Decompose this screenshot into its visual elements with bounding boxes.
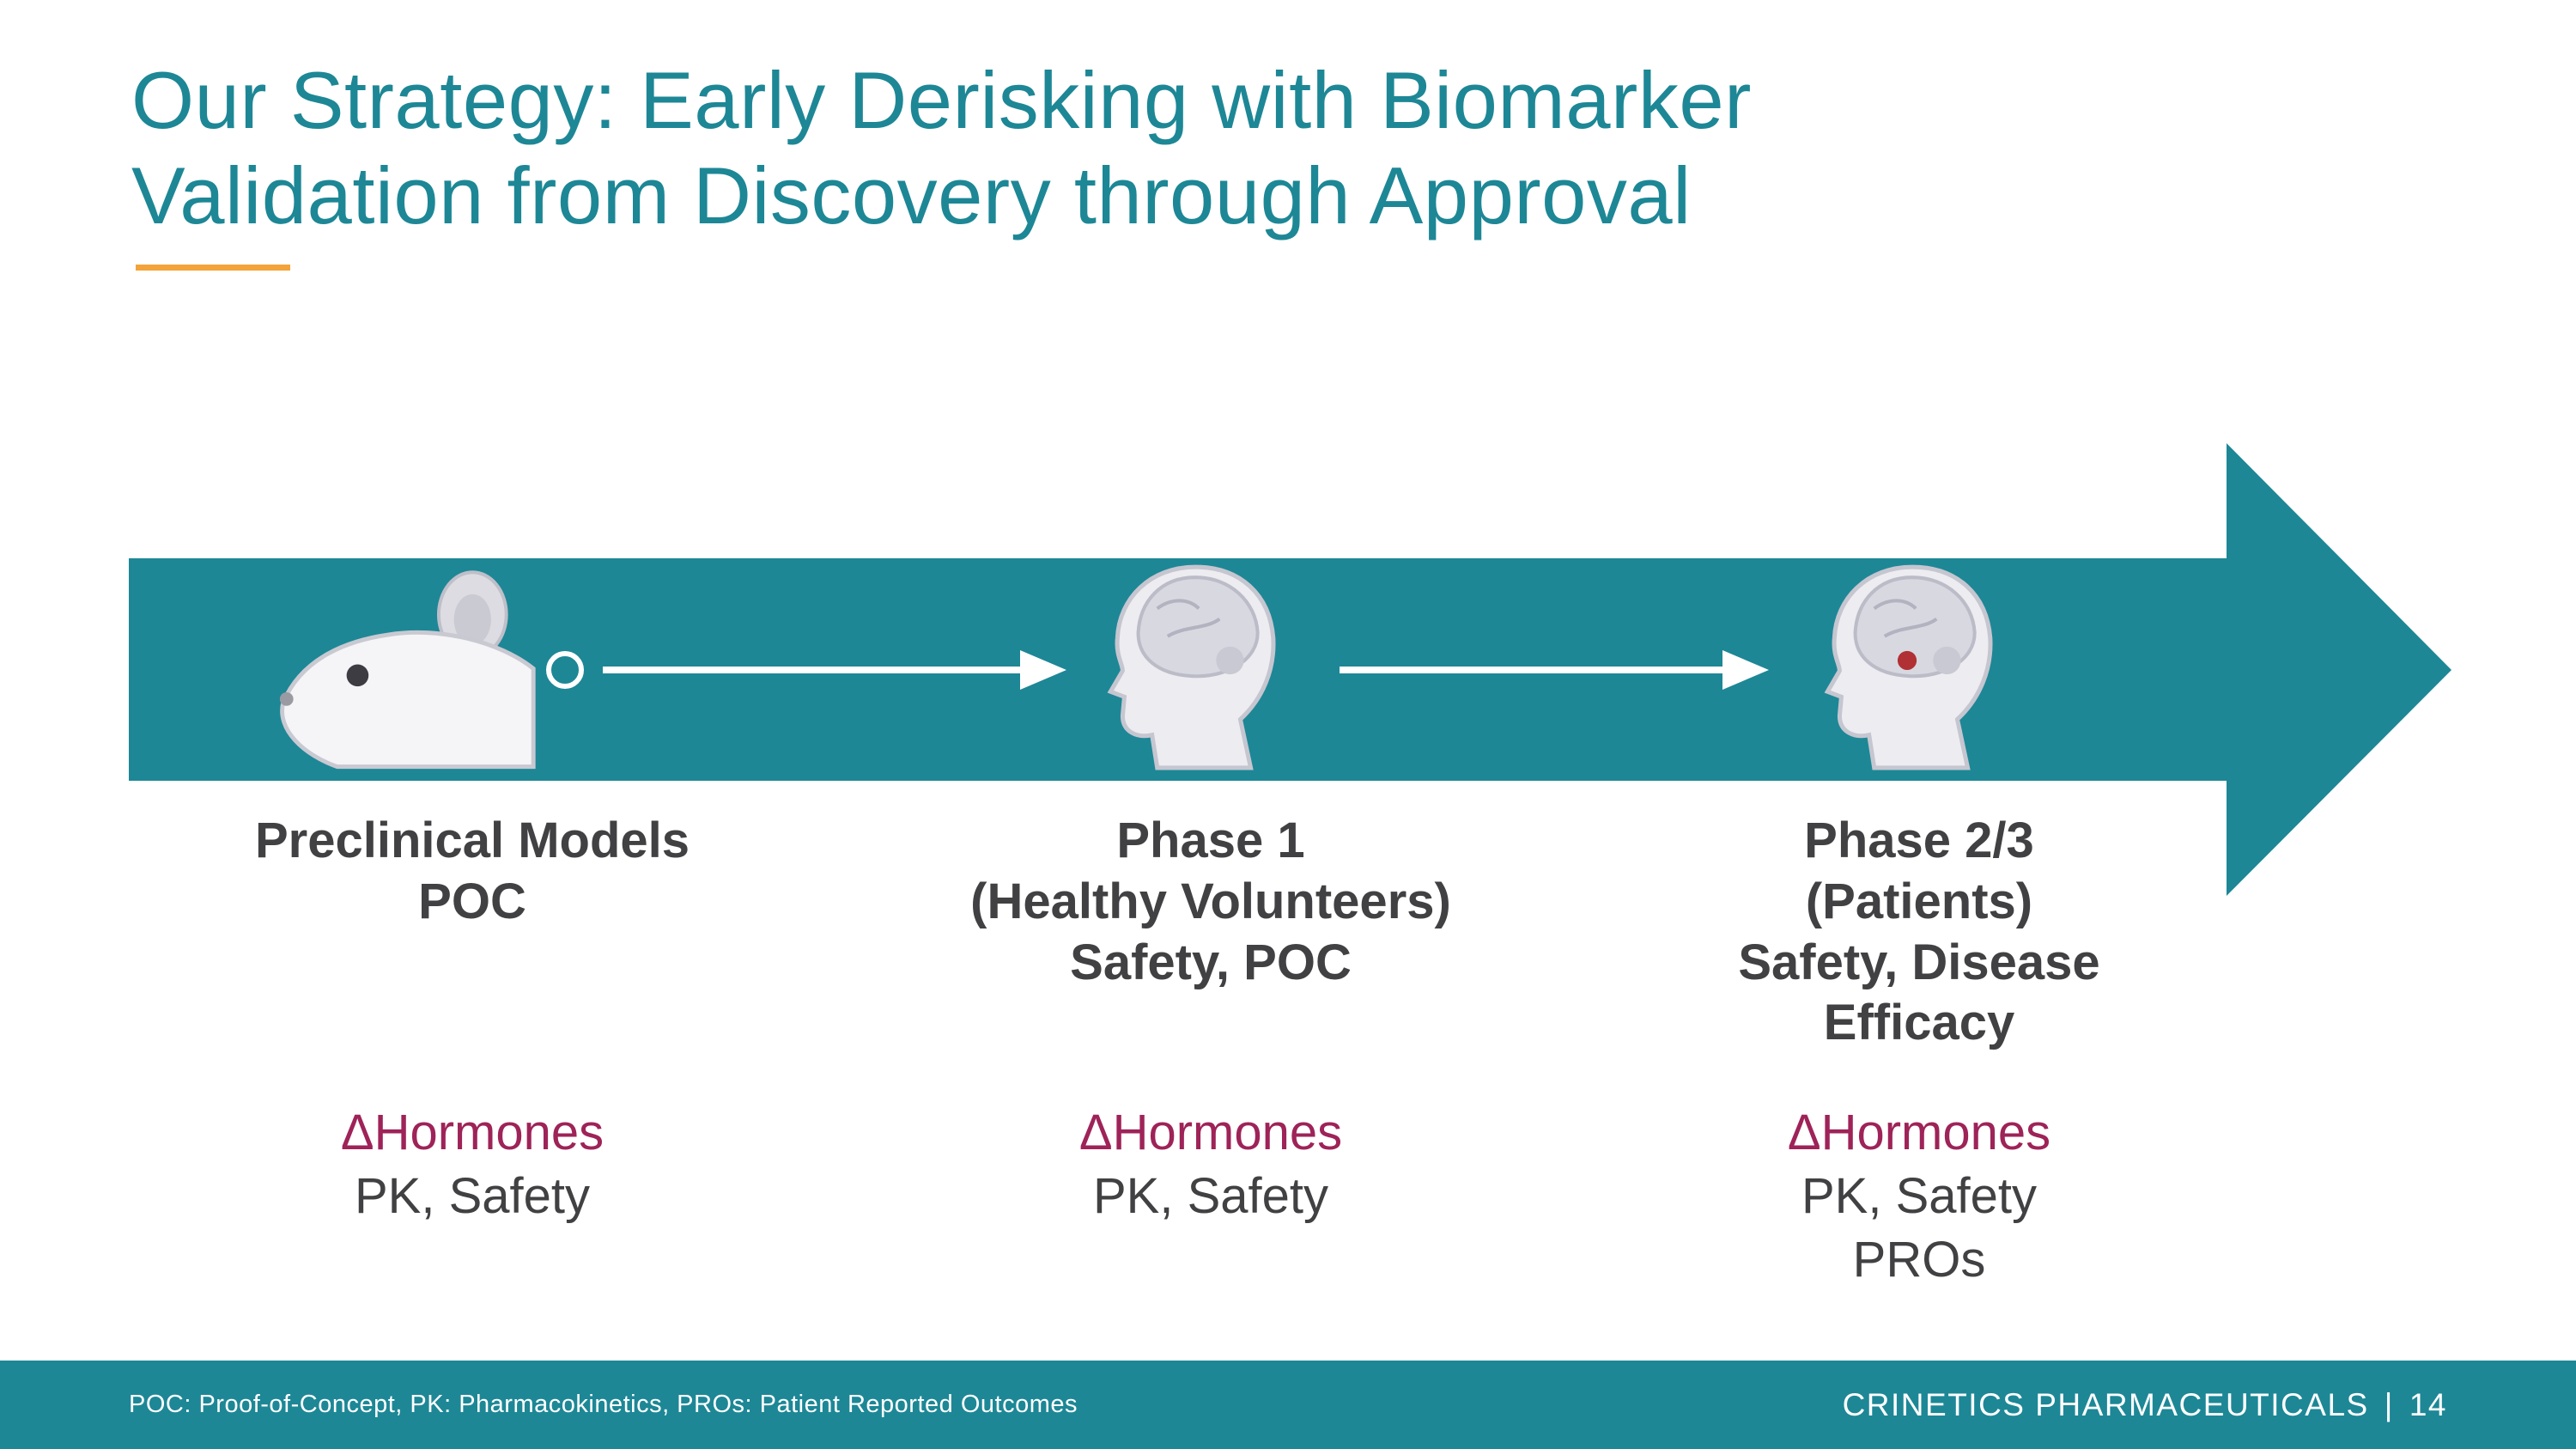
biomarkers-preclinical: ΔHormones PK, Safety xyxy=(120,1101,824,1228)
biomarker-delta-hormones: ΔHormones xyxy=(1078,1105,1343,1160)
stage-label-phase-2-3: Phase 2/3 (Patients) Safety, Disease Eff… xyxy=(1563,811,2275,1054)
title-accent-underline xyxy=(136,265,290,271)
footer-branding: CRINETICS PHARMACEUTICALS | 14 xyxy=(1843,1387,2447,1423)
biomarkers-phase-2-3: ΔHormones PK, Safety PROs xyxy=(1563,1101,2275,1293)
start-marker-circle xyxy=(546,651,584,689)
biomarkers-phase-1: ΔHormones PK, Safety xyxy=(854,1101,1567,1228)
page-title-line-1: Our Strategy: Early Derisking with Bioma… xyxy=(131,55,1752,145)
stage-label-line: POC xyxy=(418,873,526,929)
biomarker-pk-safety: PK, Safety xyxy=(1092,1168,1329,1225)
biomarker-delta-hormones: ΔHormones xyxy=(1787,1105,2051,1160)
biomarker-delta-hormones: ΔHormones xyxy=(340,1105,605,1160)
stage-label-line: Safety, POC xyxy=(1070,934,1352,990)
head-profile-icon xyxy=(1089,557,1285,773)
biomarker-pk-safety: PK, Safety xyxy=(1801,1168,2038,1225)
stage-label-line: Safety, Disease xyxy=(1738,934,2100,990)
biomarker-pros: PROs xyxy=(1852,1232,1986,1288)
stage-label-line: Preclinical Models xyxy=(254,813,690,868)
stage-label-line: (Healthy Volunteers) xyxy=(970,873,1451,929)
stage-label-phase-1: Phase 1 (Healthy Volunteers) Safety, POC xyxy=(854,811,1567,993)
page-number: 14 xyxy=(2409,1386,2447,1422)
footer-abbreviations: POC: Proof-of-Concept, PK: Pharmacokinet… xyxy=(129,1391,1078,1418)
biomarker-pk-safety: PK, Safety xyxy=(354,1168,591,1225)
head-profile-pituitary-icon xyxy=(1806,557,2002,773)
page-title-line-2: Validation from Discovery through Approv… xyxy=(131,149,1692,240)
page-title: Our Strategy: Early Derisking with Bioma… xyxy=(131,53,2235,244)
stage-label-line: (Patients) xyxy=(1805,873,2033,929)
progress-arrow-2 xyxy=(1340,650,1769,690)
timeline-arrow xyxy=(129,443,2451,896)
company-name: CRINETICS PHARMACEUTICALS xyxy=(1842,1386,2369,1422)
progress-arrow-1 xyxy=(603,650,1066,690)
footer-bar: POC: Proof-of-Concept, PK: Pharmacokinet… xyxy=(0,1361,2576,1449)
stage-label-preclinical: Preclinical Models POC xyxy=(120,811,824,933)
stage-label-line: Phase 1 xyxy=(1116,813,1305,868)
mouse-icon xyxy=(273,560,544,770)
stage-label-line: Phase 2/3 xyxy=(1804,813,2034,868)
pituitary-dot xyxy=(1897,650,1917,671)
footer-divider: | xyxy=(2384,1386,2394,1422)
stage-label-line: Efficacy xyxy=(1823,995,2015,1051)
